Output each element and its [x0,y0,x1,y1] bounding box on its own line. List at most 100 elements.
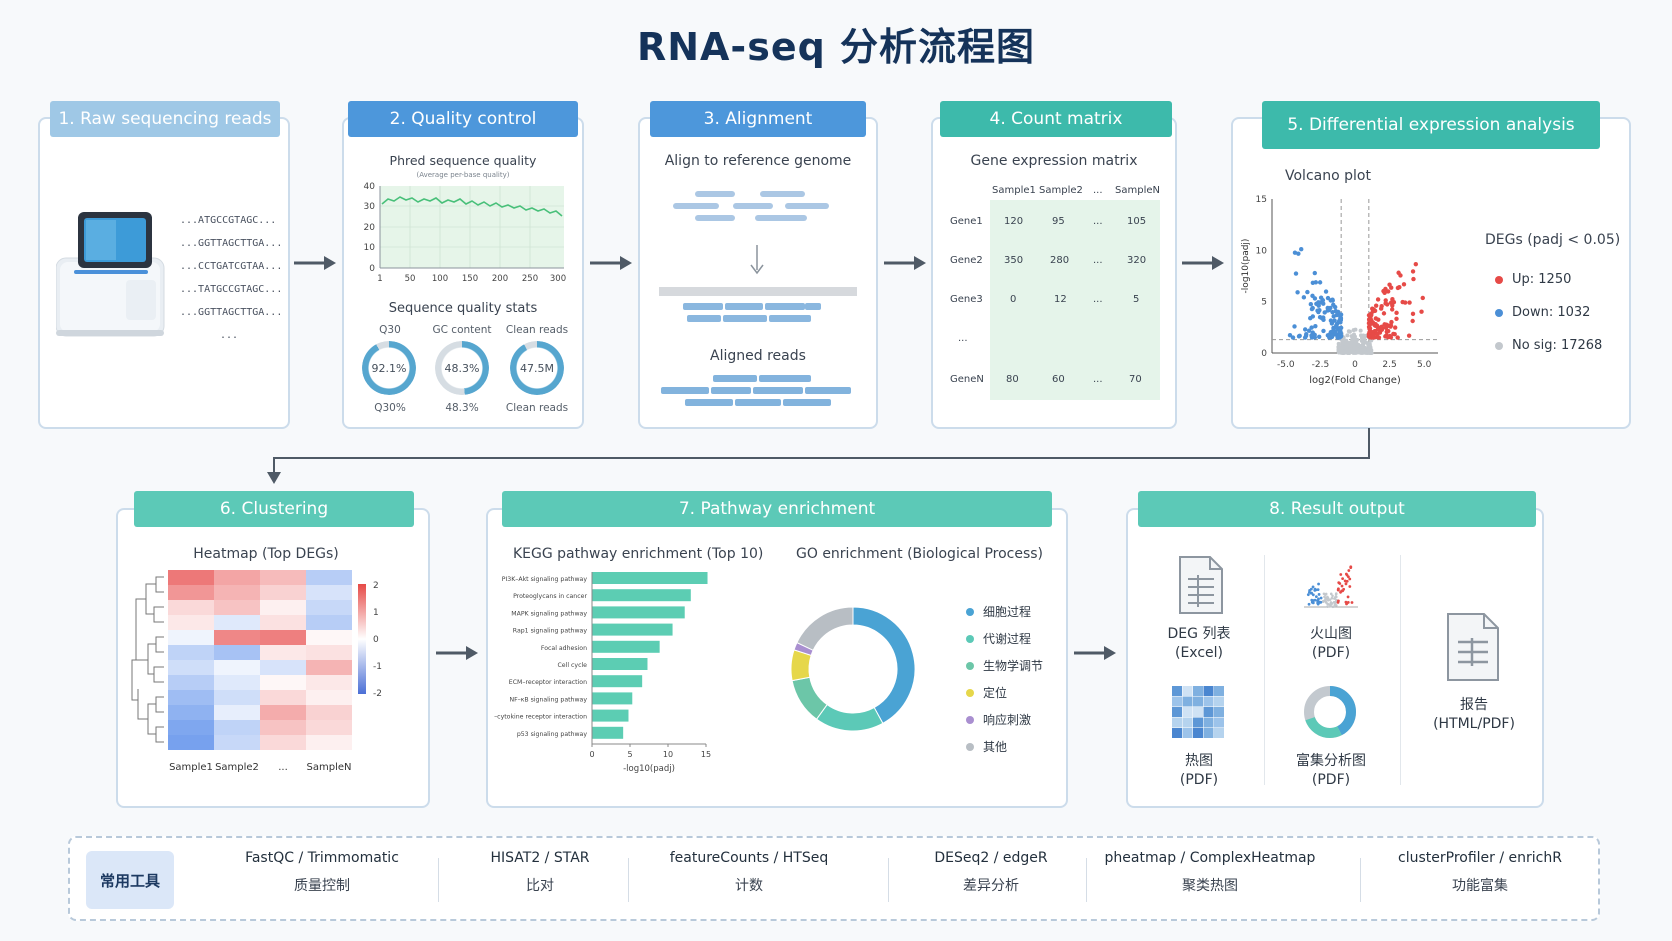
qc-xtick: 200 [492,274,508,284]
step6-header: 6. Clustering [134,491,414,527]
heatmap-cell [214,585,260,600]
heatmap-cell [306,570,352,585]
matrix-cell: ... [1093,255,1103,266]
volcano-point-up [1382,289,1387,294]
volcano-point-up [1389,319,1394,325]
volcano-point-up [1393,325,1398,330]
go-donut-slice [815,703,884,732]
thumb-point [1337,599,1340,603]
volcano-point-up [1375,297,1381,302]
output-heatmap-label: 热图 (PDF) [1179,753,1219,788]
volcano-point-up [1376,335,1382,340]
thumb-heat-cell [1193,707,1203,717]
qc-xtick: 250 [522,274,538,284]
thumb-point [1346,575,1350,579]
heatmap-cell [214,735,260,750]
heatmap-cell [306,585,352,600]
volcano-point-nosig [1336,344,1341,349]
kegg-bar [592,658,648,670]
volcano-point-nosig [1352,350,1357,355]
thumb-point [1350,601,1354,604]
page-title: RNA-seq 分析流程图 [636,25,1036,69]
heatmap-cell [168,585,214,600]
volcano-point-up [1389,307,1395,312]
kegg-category-label: ECM–receptor interaction [509,679,587,686]
heatmap-cell [168,690,214,705]
thumb-heat-cell [1182,707,1193,717]
volcano-point-up [1391,331,1396,337]
volcano-point-up [1378,306,1384,311]
volcano-point-up [1379,327,1385,332]
qc-ytick: 10 [364,243,376,253]
volcano-point-up [1373,303,1379,308]
arrow-2-3-icon [590,256,632,270]
volcano-point-down [1308,315,1313,321]
thumb-point [1319,600,1323,604]
matrix-gene: Gene3 [950,294,983,305]
volcano-point-down [1316,303,1321,308]
kegg-bar [592,623,673,636]
volcano-point-up [1420,295,1425,301]
go-legend-dot-icon [966,742,974,751]
heatmap-cell [168,720,214,735]
kegg-bar [592,675,643,688]
thumb-point [1344,582,1348,586]
alignment-graphic [659,191,857,406]
go-legend-item: 定位 [966,684,1007,701]
aligned-reads-label: Aligned reads [710,348,806,364]
step7-header: 7. Pathway enrichment [502,491,1052,527]
qc-stats-title: Sequence quality stats [388,301,538,316]
thumb-heat-cell [1182,696,1193,707]
thumb-point [1326,595,1329,599]
volcano-point-nosig [1358,328,1363,333]
kegg-xtick: 5 [627,750,632,759]
kegg-category-label: p53 signaling pathway [517,731,588,738]
volcano-point-up [1370,332,1376,338]
heatmap-cell [306,720,352,735]
thumb-point [1328,598,1332,601]
heatmap-cell [168,675,214,690]
go-legend-dot-icon [966,634,974,643]
volcano-xtick: -5.0 [1277,360,1295,370]
volcano-point-up [1406,333,1412,338]
volcano-point-up [1390,296,1395,302]
volcano-point-nosig [1366,343,1371,348]
qc-xtick: 100 [432,274,448,284]
heatmap-cell [168,735,214,750]
heatmap-subtitle: Heatmap (Top DEGs) [193,546,339,562]
matrix-cell: ... [1093,294,1103,305]
read-seq-more: ... [220,330,239,341]
volcano-point-down [1301,295,1307,300]
volcano-point-up [1401,282,1407,287]
heatmap-thumb-icon [1172,686,1224,738]
kegg-title: KEGG pathway enrichment (Top 10) [513,546,764,562]
thumb-point [1348,577,1352,581]
volcano-point-up [1410,318,1415,324]
thumb-point [1310,598,1314,602]
heatmap-cell [306,660,352,675]
thumb-point [1311,593,1315,597]
heatmap-scale-label: -2 [373,689,382,699]
qc-xtick: 1 [377,274,382,284]
volcano-point-down [1331,302,1336,307]
volcano-point-up [1394,316,1399,321]
dendrogram-branch [147,643,156,675]
stat-clean-ring: 47.5M [510,341,564,395]
read-seq-5: ...GGTTAGCTTGA... [180,307,283,318]
stat-gc-bottom: 48.3% [445,402,479,414]
thumb-heat-cell [1214,707,1224,717]
matrix-cell: 60 [1052,374,1065,385]
output-divider [1400,555,1401,785]
volcano-point-down [1296,251,1301,256]
tool-separator [438,858,439,902]
heatmap-cell [260,630,306,645]
kegg-category-label: Focal adhesion [541,645,587,652]
volcano-point-nosig [1344,349,1349,354]
volcano-point-up [1394,310,1399,316]
up-dot-icon [1495,275,1503,284]
output-report-label: 报告 (HTML/PDF) [1433,697,1515,732]
heatmap-color-scale [358,584,366,694]
volcano-point-down [1287,333,1293,338]
kegg-xtick: 15 [701,750,711,759]
volcano-point-down [1312,270,1317,276]
